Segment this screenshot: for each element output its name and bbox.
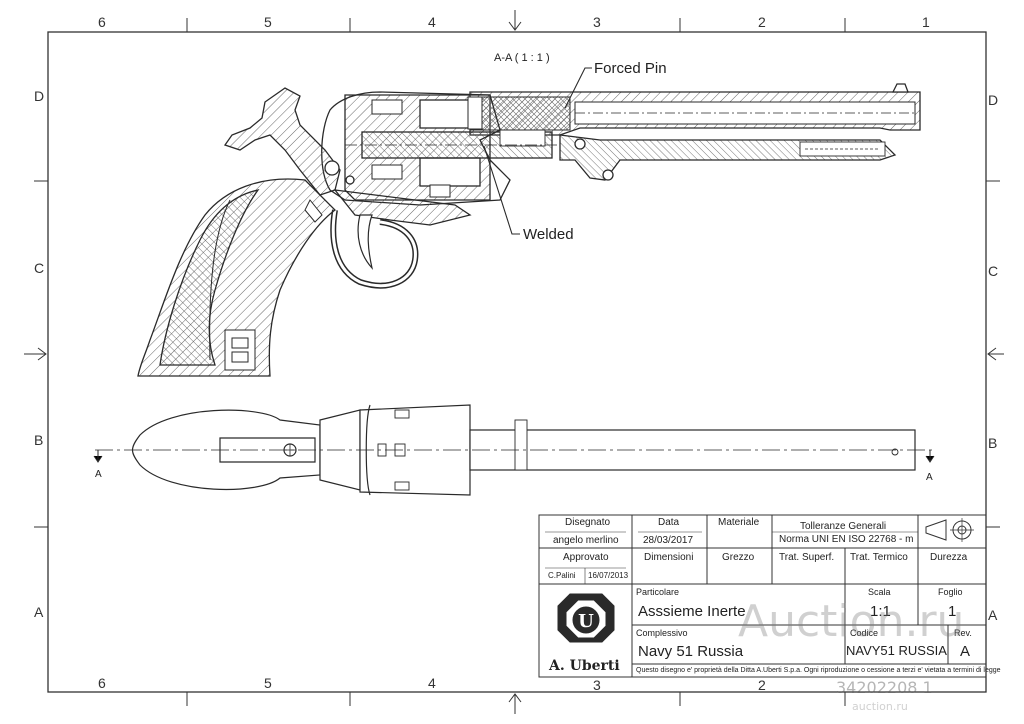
zone-row-c: C <box>34 260 45 276</box>
forced-pin <box>469 96 571 131</box>
forced-pin-label: Forced Pin <box>594 60 667 77</box>
revolver-top-view <box>93 404 935 496</box>
zone-column-4-bottom: 4 <box>428 675 436 691</box>
data-label: Data <box>658 517 680 528</box>
trat-termico-label: Trat. Termico <box>850 552 908 563</box>
zone-column-1: 1 <box>922 14 930 30</box>
title-block-grid <box>538 514 987 678</box>
particolare-label: Particolare <box>636 587 680 597</box>
cut-marker-right: A <box>926 472 933 483</box>
zone-row-d: D <box>34 88 45 104</box>
foglio-value: 1 <box>948 603 957 620</box>
disegnato-label: Disegnato <box>565 517 611 528</box>
trat-superf-label: Trat. Superf. <box>779 552 835 563</box>
particolare-value: Asssieme Inerte <box>638 603 746 620</box>
tolleranze-label: Tolleranze Generali <box>800 521 887 532</box>
materiale-label: Materiale <box>718 517 760 528</box>
zone-column-3: 3 <box>593 14 601 30</box>
frame-section <box>321 91 511 206</box>
svg-text:U: U <box>578 611 594 632</box>
company-name: A. Uberti <box>549 658 620 674</box>
uberti-logo: U <box>557 593 615 643</box>
watermark-brand: Auction.ru <box>738 596 965 647</box>
zone-column-2-bottom: 2 <box>758 677 766 693</box>
zone-row-b: B <box>34 432 44 448</box>
complessivo-label: Complessivo <box>636 628 688 638</box>
dimensioni-label: Dimensioni <box>644 552 694 563</box>
watermark-number: 34202208 1 <box>836 678 933 697</box>
zone-row-a: A <box>34 604 44 620</box>
approvato-date: 16/07/2013 <box>588 571 629 580</box>
trigger <box>357 214 374 271</box>
cut-marker-left: A <box>95 469 102 480</box>
zone-column-5: 5 <box>264 14 272 30</box>
revolver-section-view <box>137 83 921 377</box>
approvato-label: Approvato <box>563 552 609 563</box>
grezzo-label: Grezzo <box>722 552 755 563</box>
scala-label: Scala <box>868 587 891 597</box>
zone-row-a-right: A <box>988 607 998 623</box>
codice-value: NAVY51 RUSSIA <box>846 643 947 658</box>
ownership-disclaimer: Questo disegno e' proprietà della Ditta … <box>636 667 1001 674</box>
hammer <box>223 87 341 196</box>
drawing-frame <box>24 10 1004 714</box>
durezza-label: Durezza <box>930 552 968 563</box>
watermark-site: auction.ru <box>852 700 908 713</box>
codice-label: Codice <box>850 628 879 638</box>
section-label: A-A ( 1 : 1 ) <box>494 52 550 64</box>
zone-column-4: 4 <box>428 14 436 30</box>
data-value: 28/03/2017 <box>643 535 694 546</box>
welded-label: Welded <box>523 226 574 243</box>
zone-row-b-right: B <box>988 435 998 451</box>
rev-label: Rev. <box>954 628 972 638</box>
zone-row-c-right: C <box>988 263 999 279</box>
zone-column-2: 2 <box>758 14 766 30</box>
zone-column-3-bottom: 3 <box>593 677 601 693</box>
approvato-name: C.Palini <box>548 571 576 580</box>
tolleranze-value: Norma UNI EN ISO 22768 - m <box>779 534 914 545</box>
zone-column-6: 6 <box>98 14 106 30</box>
rev-value: A <box>960 643 971 660</box>
zone-column-5-bottom: 5 <box>264 675 272 691</box>
annotation-leaders <box>483 67 592 235</box>
disegnato-value: angelo merlino <box>553 535 619 546</box>
complessivo-value: Navy 51 Russia <box>638 643 744 660</box>
scala-value: 1:1 <box>870 603 891 620</box>
foglio-label: Foglio <box>938 587 963 597</box>
zone-column-6-bottom: 6 <box>98 675 106 691</box>
zone-row-d-right: D <box>988 92 999 108</box>
